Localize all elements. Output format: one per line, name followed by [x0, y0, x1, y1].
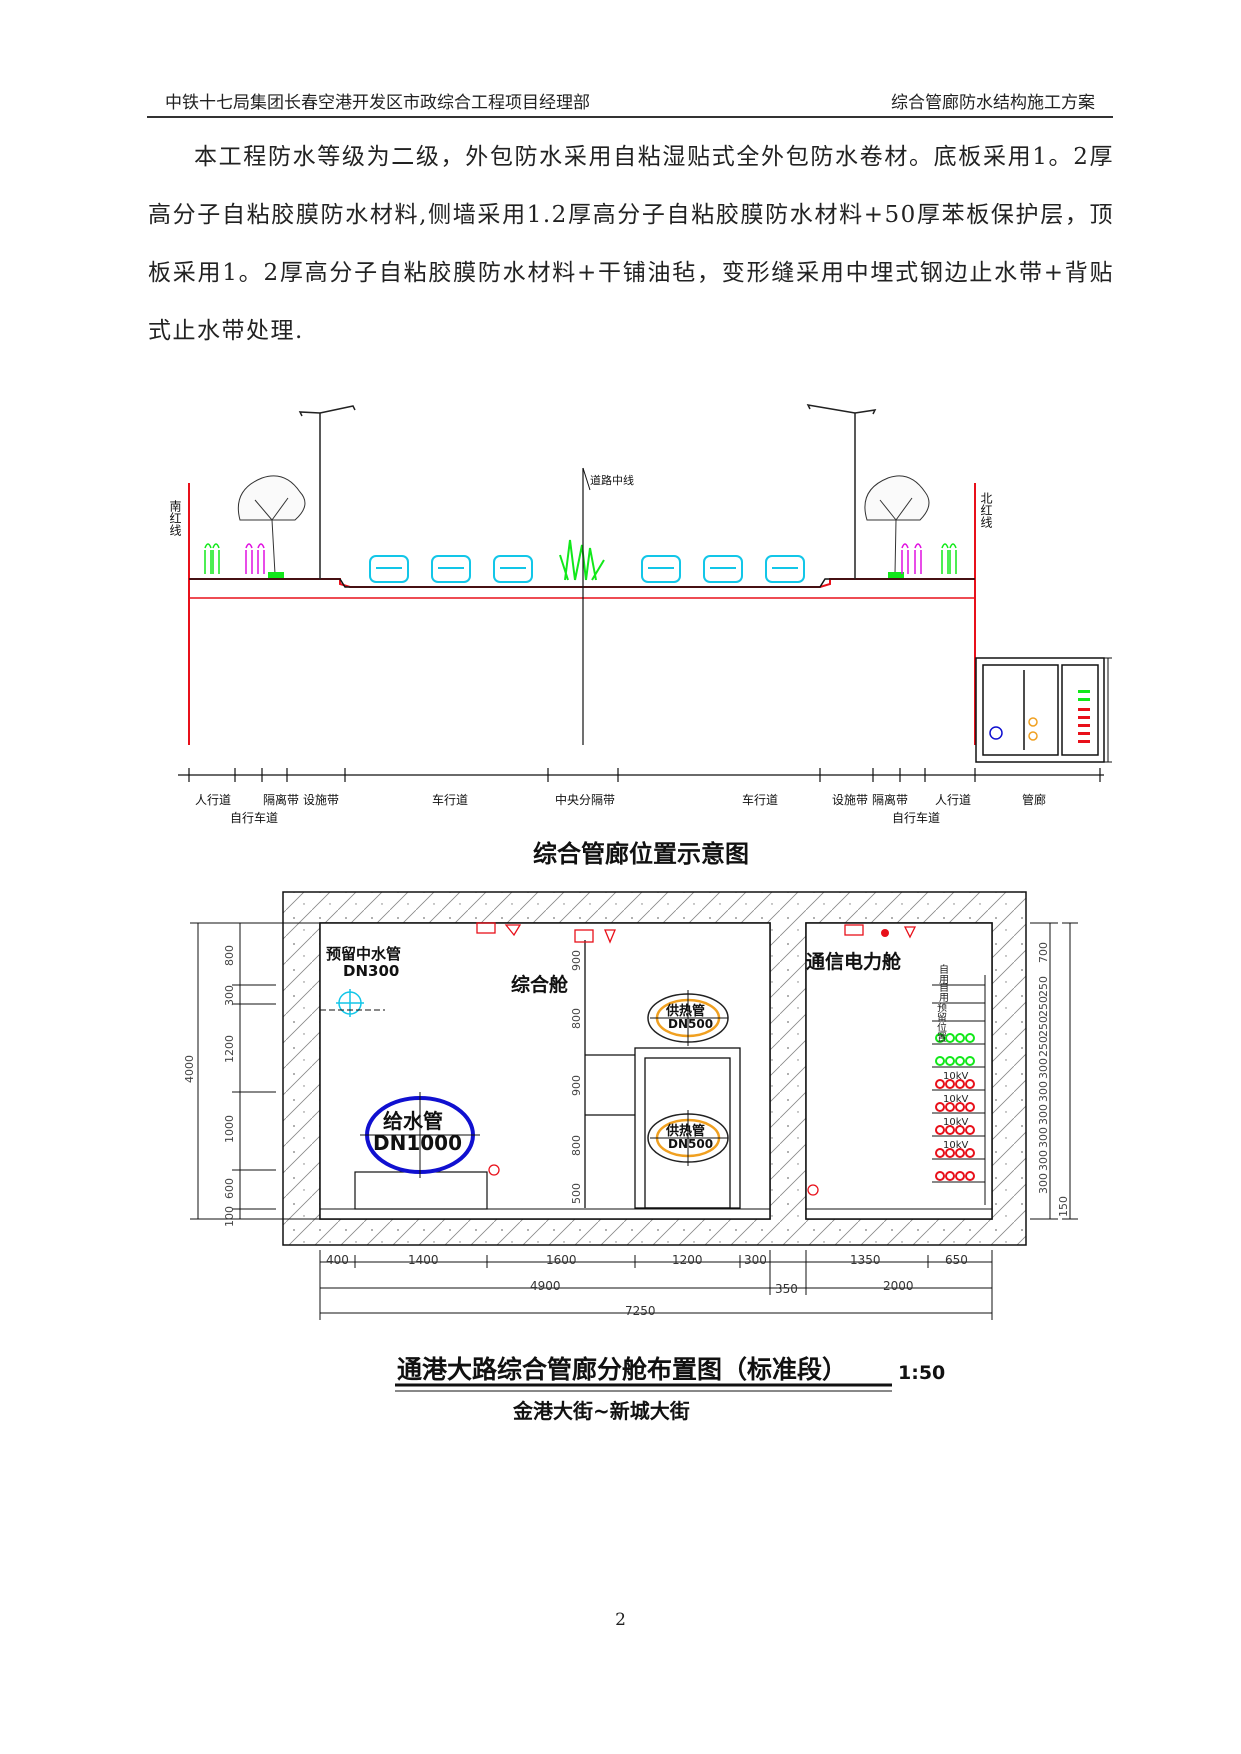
dim-label: 1200 [223, 1035, 236, 1063]
dim-label: 900 [570, 1075, 583, 1096]
dim-label: 600 [223, 1178, 236, 1199]
dim-label: 300 [223, 985, 236, 1006]
figure1-caption: 综合管廊位置示意图 [533, 840, 749, 868]
dim-label: 250 [1037, 1036, 1050, 1057]
rack-label: 自用 [939, 965, 949, 986]
dim-label: 500 [570, 1183, 583, 1204]
header-left: 中铁十七局集团长春空港开发区市政综合工程项目经理部 [165, 93, 590, 113]
shrub-icon [559, 539, 605, 581]
car-icon [369, 555, 805, 583]
zone-label: 车行道 [742, 792, 778, 807]
zone-label: 设施带 [832, 793, 868, 807]
dim-label: 4900 [530, 1279, 561, 1293]
body-text: 本工程防水等级为二级，外包防水采用自粘湿贴式全外包防水卷材。底板采用1。2厚高分… [148, 144, 1114, 344]
dim-label: 300 [1037, 1173, 1050, 1194]
zone-label: 自行车道 [230, 810, 278, 825]
figure2-title: 通港大路综合管廊分舱布置图（标准段） [397, 1355, 848, 1384]
rack-label: 10kV [943, 1071, 969, 1082]
page-header: 中铁十七局集团长春空港开发区市政综合工程项目经理部 综合管廊防水结构施工方案 [147, 82, 1113, 118]
heat-pipe-size-upper: DN500 [668, 1017, 714, 1031]
red-lines [188, 483, 976, 745]
reserved-pipe-label: 预留中水管 [326, 945, 402, 963]
tree-icon [237, 475, 930, 575]
rack-label: 10kV [943, 1140, 969, 1151]
dim-label: 1200 [672, 1253, 703, 1267]
water-pipe-size: DN1000 [373, 1131, 463, 1155]
dim-label: 4000 [183, 1055, 196, 1083]
dim-label: 300 [1037, 1150, 1050, 1171]
dim-label: 400 [326, 1253, 349, 1267]
road-section-figure: 道路中线 南红线 北红线 人行道 自行车道 隔离带 设施带 [168, 404, 1112, 825]
dim-label: 300 [1037, 1127, 1050, 1148]
dim-label: 150 [1057, 1196, 1070, 1217]
header-right: 综合管廊防水结构施工方案 [891, 93, 1095, 113]
zone-label: 设施带 [303, 793, 339, 807]
reserved-pipe-icon [336, 989, 364, 1017]
heat-pipe-label-lower: 供热管 [666, 1124, 706, 1139]
reserved-pipe-size: DN300 [343, 962, 400, 980]
zone-label: 管廊 [1022, 792, 1046, 807]
rack-label: 10kV [943, 1094, 969, 1105]
figure2-subtitle: 金港大街~新城大街 [513, 1399, 690, 1423]
zone-label: 车行道 [432, 792, 468, 807]
dim-label: 7250 [625, 1304, 656, 1318]
north-red-line-label: 北红线 [979, 492, 993, 528]
rack-label: 10kV [943, 1117, 969, 1128]
compartment-main-label: 综合舱 [511, 974, 569, 996]
body-paragraph: 本工程防水等级为二级，外包防水采用自粘湿贴式全外包防水卷材。底板采用1。2厚高分… [148, 128, 1114, 360]
dim-label: 250 [1037, 996, 1050, 1017]
dim-label: 650 [945, 1253, 968, 1267]
zone-label: 中央分隔带 [555, 792, 615, 807]
dim-label: 1400 [408, 1253, 439, 1267]
dimension-line-1 [178, 768, 1104, 782]
water-pipe-label: 给水管 [383, 1109, 443, 1133]
dim-label: 1000 [223, 1115, 236, 1143]
dim-label: 800 [570, 1135, 583, 1156]
dim-label: 700 [1037, 942, 1050, 963]
dim-label: 300 [1037, 1058, 1050, 1079]
dim-label: 300 [1037, 1081, 1050, 1102]
pedestrian-icon [204, 543, 957, 574]
page-number: 2 [615, 1610, 626, 1630]
zone-label: 人行道 [935, 793, 971, 807]
dim-label: 800 [570, 1008, 583, 1029]
center-line-label: 道路中线 [590, 473, 634, 487]
dim-label: 350 [775, 1282, 798, 1296]
dim-label: 2000 [883, 1279, 914, 1293]
heat-pipe-label-upper: 供热管 [666, 1004, 706, 1019]
figure2-scale: 1:50 [898, 1362, 946, 1384]
tunnel-box-small [975, 657, 1105, 763]
dim-label: 300 [744, 1253, 767, 1267]
zone-label: 人行道 [195, 793, 231, 807]
heat-pipe-size-lower: DN500 [668, 1137, 714, 1151]
dim-label: 100 [223, 1206, 236, 1227]
dim-label: 1600 [546, 1253, 577, 1267]
dim-label: 900 [570, 950, 583, 971]
dim-label: 800 [223, 945, 236, 966]
dim-label: 250 [1037, 976, 1050, 997]
rack-label: 预留位置 [937, 1003, 947, 1044]
dim-label: 1350 [850, 1253, 881, 1267]
zone-label: 隔离带 [263, 792, 299, 807]
south-red-line-label: 南红线 [168, 499, 182, 536]
street-lamp-icon [298, 404, 877, 579]
compartment-comm-label: 通信电力舱 [806, 951, 902, 973]
dim-label: 250 [1037, 1016, 1050, 1037]
zone-label: 隔离带 [872, 792, 908, 807]
dim-label: 300 [1037, 1104, 1050, 1125]
zone-label: 自行车道 [892, 810, 940, 825]
rack-label: 自用 [939, 983, 949, 1004]
